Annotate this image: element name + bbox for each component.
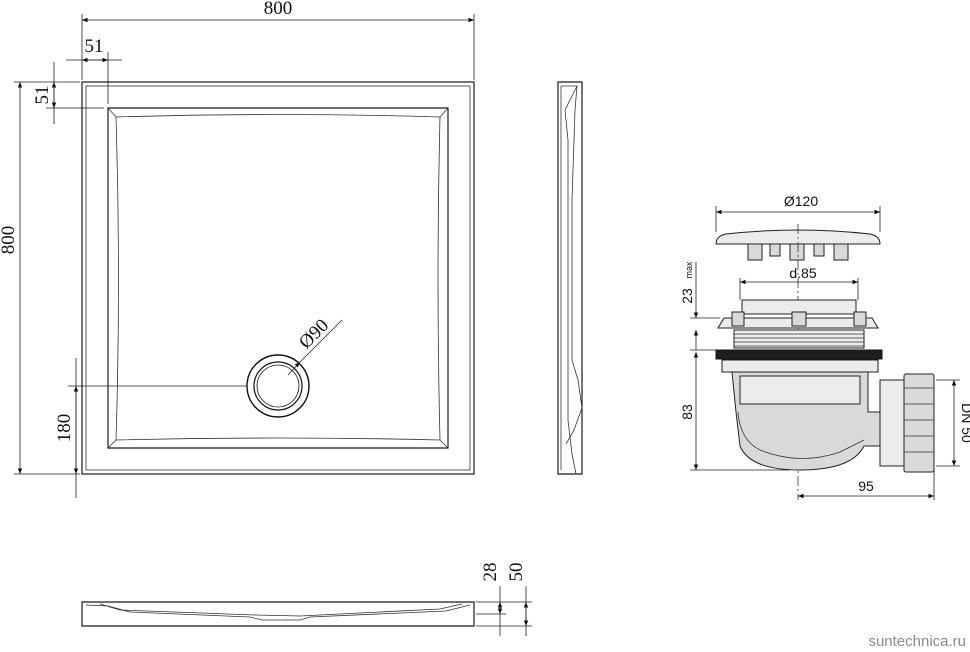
dim-body-diameter-label: d.85 xyxy=(789,265,816,281)
dim-rim-x-label: 51 xyxy=(85,36,104,57)
dim-drain-diameter-label: Ø90 xyxy=(295,315,333,353)
watermark: suntechnica.ru xyxy=(868,633,966,650)
dim-adjust-height-label: 23 xyxy=(679,288,695,304)
drain-circle xyxy=(246,354,310,418)
siphon-thread xyxy=(733,329,865,349)
dim-line-drain-diameter xyxy=(287,361,301,376)
front-outline xyxy=(81,601,475,627)
siphon-outlet-nut xyxy=(903,373,935,473)
dim-outlet-size-label: DN 50 xyxy=(959,403,970,443)
dim-height-label: 800 xyxy=(0,226,19,255)
dim-base-height-label: 28 xyxy=(480,563,501,582)
dim-total-height-label: 50 xyxy=(506,563,527,582)
tray-rim-line xyxy=(85,85,471,471)
dim-rim-y-label: 51 xyxy=(32,86,53,105)
tray-top-view: 800 51 800 51 180 Ø90 xyxy=(0,0,475,498)
dim-cover-diameter-label: Ø120 xyxy=(784,193,818,209)
dim-drain-offset-label: 180 xyxy=(54,414,75,443)
dim-body-height-label: 83 xyxy=(679,404,695,420)
dim-outlet-offset-label: 95 xyxy=(858,478,874,494)
siphon-view: Ø120 d.85 23 max 83 xyxy=(679,193,970,500)
tray-deck-section xyxy=(715,349,883,360)
side-outline xyxy=(557,81,583,475)
tray-front-view: 28 50 xyxy=(81,563,532,636)
tray-side-view xyxy=(557,81,583,475)
dim-width-label: 800 xyxy=(264,0,293,19)
siphon-outlet xyxy=(879,379,905,467)
tray-outer-outline xyxy=(81,81,475,475)
dim-adjust-suffix-label: max xyxy=(684,261,694,279)
